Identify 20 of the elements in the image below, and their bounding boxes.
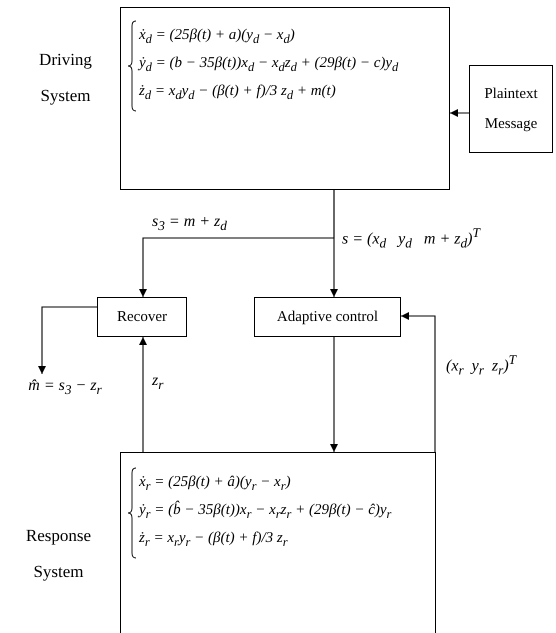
system-box: [120, 7, 450, 190]
system-label: Response System: [24, 525, 92, 583]
arrow: [38, 306, 97, 374]
arrow: [330, 337, 338, 452]
arrow: [450, 109, 469, 117]
arrow: [401, 312, 436, 452]
arrow: [139, 337, 147, 452]
system-box: [120, 452, 436, 633]
process-box: Adaptive control: [254, 297, 401, 337]
equation: ẋ$_{d}$ = (25β(t) + a)(y$_{d}$ − x$_{d}$): [139, 26, 295, 48]
system-label: Driving System: [38, 49, 93, 107]
equation: ż$_{r}$ = x$_{r}$y$_{r}$ − (β(t) + f)/3 z$_{r}$: [139, 529, 288, 551]
arrow: [330, 190, 338, 297]
equation: ż$_{d}$ = x$_{d}$y$_{d}$ − (β(t) + f)/3 z$_{d}$ + m(t): [139, 82, 336, 104]
output-equation: m̂ = s$_{3}$ − z$_{r}$: [10, 374, 120, 398]
equation: ẋ$_{r}$ = (25β(t) + â)(y$_{r}$ − x$_{r}$): [139, 473, 291, 495]
process-box: Recover: [97, 297, 187, 337]
process-box: Plaintext Message: [469, 65, 553, 153]
equation: ẏ$_{r}$ = (b̂ − 35β(t))x$_{r}$ − x$_{r}$z$_{r}$ + (29β(t) − ĉ)y$_{r}$: [139, 501, 392, 523]
equation: ẏ$_{d}$ = (b − 35β(t))x$_{d}$ − x$_{d}$z$_{d}$ + (29β(t) − c)y$_{d}$: [139, 54, 398, 76]
